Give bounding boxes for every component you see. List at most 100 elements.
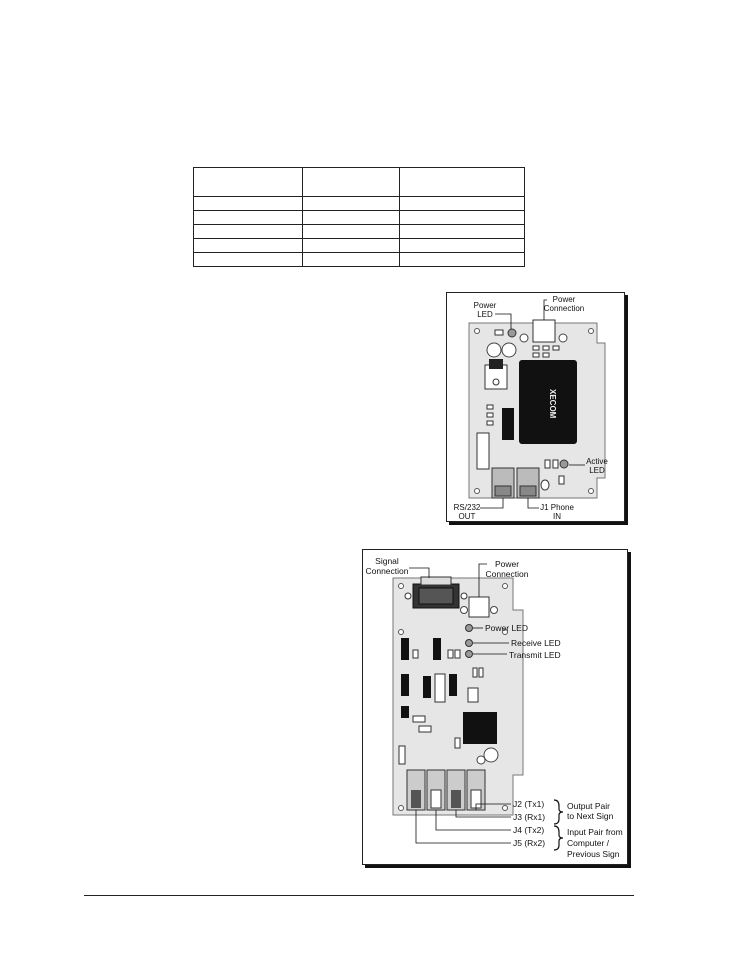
- regulator-heatsink: [489, 359, 503, 369]
- callout-line: [543, 299, 547, 320]
- power-led-icon: [507, 328, 517, 338]
- resistor: [552, 345, 560, 351]
- table-header-row: [193, 167, 525, 197]
- active-led-label-line1: Active: [586, 457, 608, 466]
- mounting-hole: [588, 328, 594, 334]
- mounting-hole: [474, 328, 480, 334]
- callout-line: [435, 810, 511, 831]
- db9-shell: [418, 587, 454, 605]
- j5-label: J5 (Rx2): [513, 838, 545, 848]
- transmit-led-label: Transmit LED: [509, 650, 561, 660]
- blank-table: [193, 167, 525, 267]
- table-cell: [399, 224, 525, 239]
- microcontroller: [463, 712, 497, 744]
- ic-chip: [449, 674, 457, 696]
- power-jack: [532, 319, 556, 343]
- ic-chip: [502, 408, 514, 440]
- table-cell: [193, 210, 303, 225]
- table-row: [193, 224, 525, 239]
- ic-chip: [433, 638, 441, 660]
- resistor: [542, 345, 550, 351]
- table-cell: [399, 238, 525, 253]
- resistor: [494, 329, 504, 336]
- table-cell: [302, 167, 400, 197]
- screw-icon: [404, 592, 412, 600]
- capacitor: [540, 479, 550, 491]
- power-connection-label-line1: Power: [495, 559, 519, 569]
- table-cell: [302, 224, 400, 239]
- table-cell: [193, 224, 303, 239]
- input-pair-label-line3: Previous Sign: [567, 849, 620, 859]
- mounting-hole: [502, 583, 508, 589]
- receive-led-label: Receive LED: [511, 638, 561, 648]
- signal-connection-label-line2: Connection: [365, 566, 408, 576]
- signal-board-figure: Signal Connection Power Connection Power…: [362, 549, 628, 865]
- crystal: [398, 745, 406, 765]
- receive-led-icon: [465, 639, 473, 647]
- active-led-label-line2: LED: [589, 466, 605, 475]
- crystal: [476, 432, 490, 470]
- table-cell: [302, 252, 400, 267]
- output-pair-label-line1: Output Pair: [567, 801, 610, 811]
- table-cell: [193, 238, 303, 253]
- brace-icon: [553, 799, 564, 825]
- resistor: [532, 352, 540, 358]
- table-cell: [302, 210, 400, 225]
- resistor: [486, 412, 494, 418]
- power-jack: [468, 596, 490, 618]
- modem-board-diagram: XECOM Power LED Power Connection Active …: [454, 295, 609, 521]
- callout-line: [415, 810, 511, 844]
- j1-phone-in-label-line1: J1 Phone: [540, 503, 574, 512]
- screw-icon: [519, 333, 529, 343]
- table-cell: [399, 210, 525, 225]
- resistor: [418, 725, 432, 733]
- resistor: [558, 475, 565, 485]
- mounting-hole: [398, 629, 404, 635]
- port-latch: [494, 485, 512, 497]
- j4-label: J4 (Tx2): [513, 825, 544, 835]
- screw-icon: [492, 378, 500, 386]
- screw-icon: [558, 333, 568, 343]
- mounting-hole: [502, 629, 508, 635]
- ic-chip: [401, 706, 409, 718]
- chip-brand-label: XECOM: [548, 389, 557, 419]
- signal-board-diagram: Signal Connection Power Connection Power…: [365, 556, 622, 859]
- table-row: [193, 196, 525, 211]
- callout-line: [527, 498, 539, 509]
- power-connection-label-line2: Connection: [544, 304, 584, 313]
- screw-icon: [460, 606, 468, 614]
- resistor: [532, 345, 540, 351]
- table-row: [193, 210, 525, 225]
- table-cell: [193, 196, 303, 211]
- port-latch: [411, 790, 421, 808]
- ic-chip: [423, 676, 431, 698]
- brace-icon: [553, 825, 564, 851]
- resistor: [412, 715, 426, 723]
- capacitor: [486, 342, 502, 358]
- input-pair-label-line2: Computer /: [567, 838, 610, 848]
- table-cell: [302, 196, 400, 211]
- resistor: [486, 420, 494, 426]
- resistor: [542, 352, 550, 358]
- power-connection-label-line1: Power: [553, 295, 576, 304]
- rs232-out-label-line2: OUT: [459, 512, 476, 521]
- table-cell: [399, 252, 525, 267]
- transmit-led-icon: [465, 650, 473, 658]
- modem-board-figure: XECOM Power LED Power Connection Active …: [446, 292, 625, 522]
- mounting-hole: [398, 805, 404, 811]
- mounting-hole: [398, 583, 404, 589]
- resistor: [454, 649, 461, 659]
- capacitor: [483, 747, 499, 763]
- table-cell: [193, 252, 303, 267]
- resistor: [412, 649, 419, 659]
- footer-rule: [84, 895, 634, 896]
- j2-label: J2 (Tx1): [513, 799, 544, 809]
- port-latch: [451, 790, 461, 808]
- callout-line: [495, 313, 512, 329]
- mounting-hole: [474, 488, 480, 494]
- resistor-array: [434, 673, 446, 703]
- callout-line: [480, 498, 504, 509]
- table-cell: [193, 167, 303, 197]
- resistor: [544, 459, 551, 469]
- power-led-label: Power LED: [485, 623, 528, 633]
